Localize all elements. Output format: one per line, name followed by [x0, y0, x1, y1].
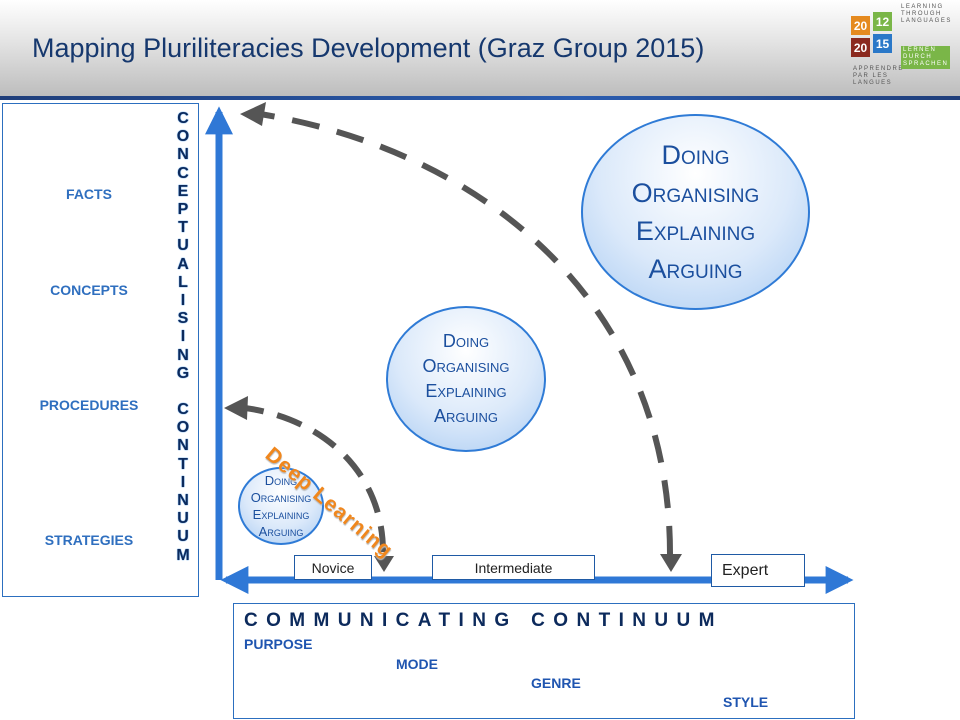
logo-text-learning: LEARNING: [901, 4, 944, 10]
level-intermediate: Intermediate: [432, 555, 595, 580]
logo-text-sprachen: SPRACHEN: [903, 61, 949, 67]
page-title: Mapping Pluriliteracies Development (Gra…: [32, 33, 705, 63]
large-dashed-arc: [259, 111, 673, 555]
logo-tile-2: 12: [873, 12, 892, 31]
logo-text-apprendre: APPRENDRE: [853, 66, 904, 72]
large-arc-arrowhead-top: [240, 102, 266, 126]
vertical-label-letter: A: [177, 255, 189, 273]
logo-tile-1: 20: [851, 16, 870, 35]
communicating-style: STYLE: [723, 694, 769, 710]
large-arc-arrowhead-bottom: [660, 554, 682, 572]
circle-novice-doing: Doing: [264, 473, 298, 488]
vertical-label-letter: U: [177, 237, 189, 255]
circle-expert-explaining: Explaining: [635, 216, 756, 246]
vertical-label-letter: N: [177, 346, 189, 364]
vertical-label-letter: U: [177, 528, 189, 546]
vertical-label-letter: O: [176, 419, 190, 437]
circle-novice-organising: Organising: [250, 490, 312, 505]
logo-text-par-les: PAR LES: [853, 73, 889, 79]
vertical-label-letter: L: [178, 273, 188, 291]
vertical-label-letter: P: [177, 201, 189, 219]
vertical-label-letter: U: [177, 510, 189, 528]
logo-tile-4: 15: [873, 34, 892, 53]
vertical-label-letter: C: [177, 401, 189, 419]
category-facts: FACTS: [66, 186, 112, 202]
communicating-mode: MODE: [396, 656, 438, 672]
competence-circle-novice: Doing Organising Explaining Arguing: [238, 467, 324, 545]
vertical-label-letter: C: [177, 110, 189, 127]
vertical-label-letter: C: [177, 164, 189, 182]
competence-circle-expert: Doing Organising Explaining Arguing: [581, 114, 810, 310]
small-arc-arrowhead-bottom: [374, 556, 394, 572]
vertical-label-letter: O: [176, 128, 190, 146]
logo-text-through: THROUGH: [901, 11, 942, 17]
logo-tile-3: 20: [851, 38, 870, 57]
category-concepts: CONCEPTS: [50, 282, 128, 298]
category-strategies: STRATEGIES: [44, 532, 134, 548]
communicating-continuum-title: COMMUNICATING CONTINUUM: [244, 610, 723, 631]
circle-novice-arguing: Arguing: [258, 524, 304, 539]
vertical-label-letter: M: [176, 546, 190, 564]
vertical-label-letter: I: [180, 473, 186, 491]
communicating-purpose: PURPOSE: [244, 636, 313, 652]
circle-intermediate-doing: Doing: [442, 331, 490, 351]
vertical-label-letter: I: [180, 328, 186, 346]
vertical-label-letter: S: [177, 310, 189, 328]
logo-text-durch: DURCH: [903, 54, 933, 60]
vertical-label-letter: E: [177, 182, 189, 200]
learning-through-languages-logo: 20 12 20 15 LEARNING THROUGH LANGUAGES A…: [845, 4, 957, 94]
circle-intermediate-explaining: Explaining: [425, 381, 507, 401]
circle-intermediate-organising: Organising: [422, 356, 510, 376]
vertical-label-letter: T: [178, 455, 188, 473]
circle-expert-organising: Organising: [631, 178, 760, 208]
logo-text-langues: LANGUES: [853, 80, 893, 86]
vertical-label-letter: N: [177, 492, 189, 510]
circle-novice-explaining: Explaining: [252, 507, 310, 522]
vertical-label-letter: G: [176, 364, 190, 382]
circle-expert-doing: Doing: [661, 140, 730, 170]
vertical-label-letter: T: [178, 219, 188, 237]
logo-text-languages: LANGUAGES: [901, 18, 952, 24]
logo-text-lernen: LERNEN: [903, 47, 937, 53]
vertical-label-letter: I: [180, 292, 186, 310]
level-novice: Novice: [294, 555, 372, 580]
communicating-genre: GENRE: [531, 675, 581, 691]
vertical-label-letter: N: [177, 437, 189, 455]
small-arc-arrowhead-top: [224, 396, 248, 420]
header-bar: [0, 0, 960, 96]
communicating-panel: COMMUNICATING CONTINUUM PURPOSE MODE GEN…: [233, 603, 855, 719]
circle-expert-arguing: Arguing: [648, 254, 743, 284]
level-expert: Expert: [711, 554, 805, 587]
category-procedures: PROCEDURES: [39, 397, 139, 413]
vertical-label-letter: N: [177, 146, 189, 164]
header-divider: [0, 96, 960, 100]
conceptualising-panel: [2, 103, 199, 597]
competence-circle-intermediate: Doing Organising Explaining Arguing: [386, 306, 546, 452]
circle-intermediate-arguing: Arguing: [433, 406, 498, 426]
